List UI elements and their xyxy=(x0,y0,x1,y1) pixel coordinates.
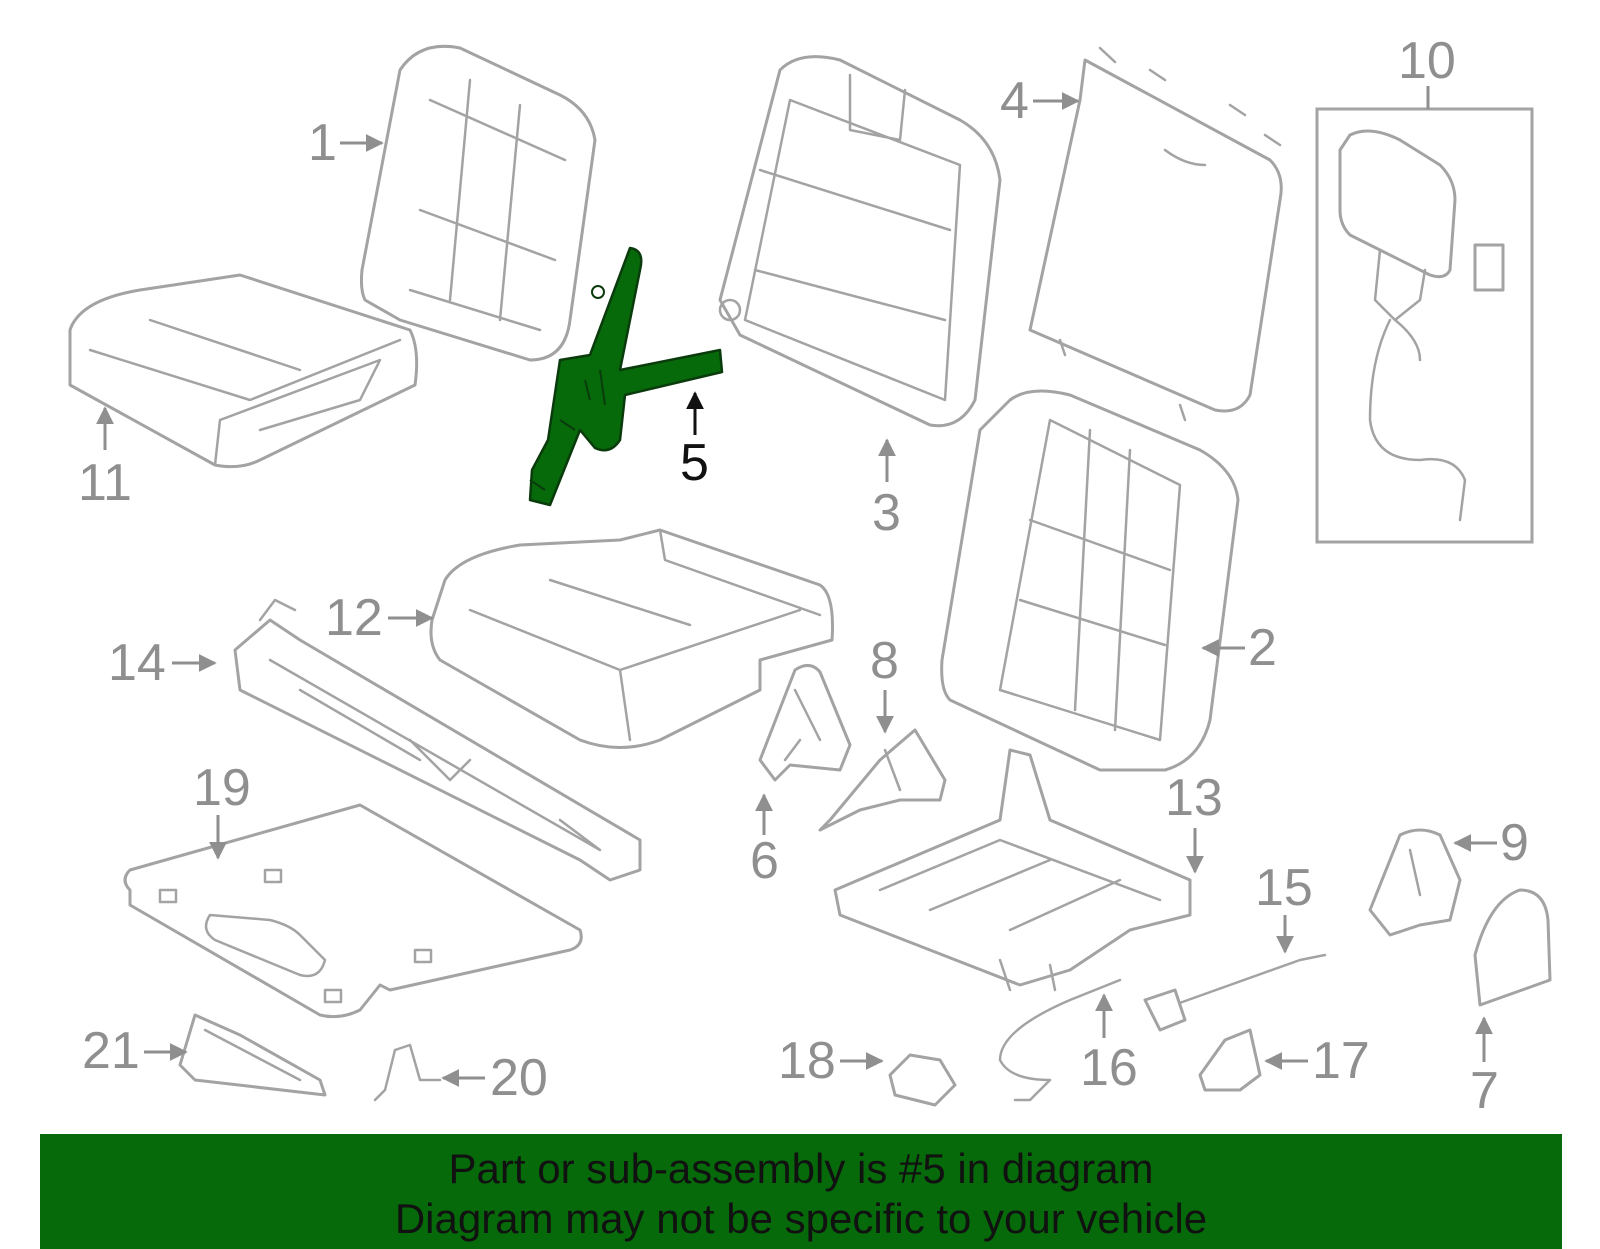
banner-line-1: Part or sub-assembly is #5 in diagram xyxy=(448,1145,1154,1192)
callout-5: 5 xyxy=(680,391,709,492)
callout-10: 10 xyxy=(1398,32,1456,109)
callout-4: 4 xyxy=(1000,72,1080,130)
part-5-seatback-hinge xyxy=(528,246,724,507)
callout-15: 15 xyxy=(1255,859,1313,954)
part-10-headrest xyxy=(1315,107,1534,544)
part-2-seatback-foam xyxy=(940,389,1240,772)
part-17-latch xyxy=(1198,1028,1262,1092)
svg-text:9: 9 xyxy=(1500,814,1529,872)
callout-13: 13 xyxy=(1165,769,1223,874)
svg-text:2: 2 xyxy=(1248,619,1277,677)
callout-16: 16 xyxy=(1080,993,1138,1097)
svg-text:10: 10 xyxy=(1398,32,1456,90)
svg-text:13: 13 xyxy=(1165,769,1223,827)
svg-text:17: 17 xyxy=(1312,1032,1370,1090)
callout-21: 21 xyxy=(82,1022,188,1080)
part-9-bracket xyxy=(1368,828,1462,937)
svg-text:7: 7 xyxy=(1470,1062,1499,1120)
part-21-bracket xyxy=(178,1013,327,1097)
svg-text:1: 1 xyxy=(308,114,337,172)
part-18-handle xyxy=(888,1053,957,1107)
callout-2: 2 xyxy=(1201,619,1277,677)
banner-line-2: Diagram may not be specific to your vehi… xyxy=(394,1195,1208,1242)
callout-11: 11 xyxy=(78,406,132,512)
callout-18: 18 xyxy=(778,1032,884,1090)
part-4-back-panel xyxy=(1028,46,1283,422)
part-6-side-bracket xyxy=(758,664,852,782)
part-3-seatback-frame xyxy=(718,55,1002,428)
callout-8: 8 xyxy=(870,632,899,734)
svg-text:3: 3 xyxy=(872,484,901,542)
svg-text:5: 5 xyxy=(680,434,709,492)
svg-text:16: 16 xyxy=(1080,1039,1138,1097)
callout-3: 3 xyxy=(872,438,901,542)
svg-text:20: 20 xyxy=(490,1049,548,1107)
callout-17: 17 xyxy=(1264,1032,1370,1090)
svg-text:4: 4 xyxy=(1000,72,1029,130)
part-8-side-bracket xyxy=(818,728,947,832)
svg-text:18: 18 xyxy=(778,1032,836,1090)
part-12-cushion-foam xyxy=(429,528,834,749)
part-16-cable xyxy=(998,978,1122,1102)
part-13-base-frame xyxy=(833,748,1192,992)
part-7-cover xyxy=(1473,888,1552,1007)
part-20-small-bracket xyxy=(373,1043,442,1102)
info-banner: Part or sub-assembly is #5 in diagram Di… xyxy=(40,1134,1562,1249)
callout-14: 14 xyxy=(108,634,217,692)
part-1-seatback-cover xyxy=(359,44,597,362)
part-19-floor-pan xyxy=(123,803,583,1019)
callout-19: 19 xyxy=(193,759,251,860)
callout-12: 12 xyxy=(325,589,434,647)
svg-text:11: 11 xyxy=(78,454,132,512)
part-11-cushion-cover xyxy=(68,273,419,469)
part-15-release-cable xyxy=(1143,953,1327,1032)
callout-6: 6 xyxy=(750,793,779,890)
svg-text:21: 21 xyxy=(82,1022,140,1080)
callout-1: 1 xyxy=(308,114,384,172)
svg-text:19: 19 xyxy=(193,759,251,817)
svg-text:15: 15 xyxy=(1255,859,1313,917)
part-14-seat-track xyxy=(233,598,642,882)
callout-9: 9 xyxy=(1453,814,1529,872)
callout-20: 20 xyxy=(441,1049,548,1107)
svg-text:6: 6 xyxy=(750,832,779,890)
svg-text:14: 14 xyxy=(108,634,166,692)
callout-7: 7 xyxy=(1470,1016,1499,1120)
svg-text:12: 12 xyxy=(325,589,383,647)
svg-text:8: 8 xyxy=(870,632,899,690)
